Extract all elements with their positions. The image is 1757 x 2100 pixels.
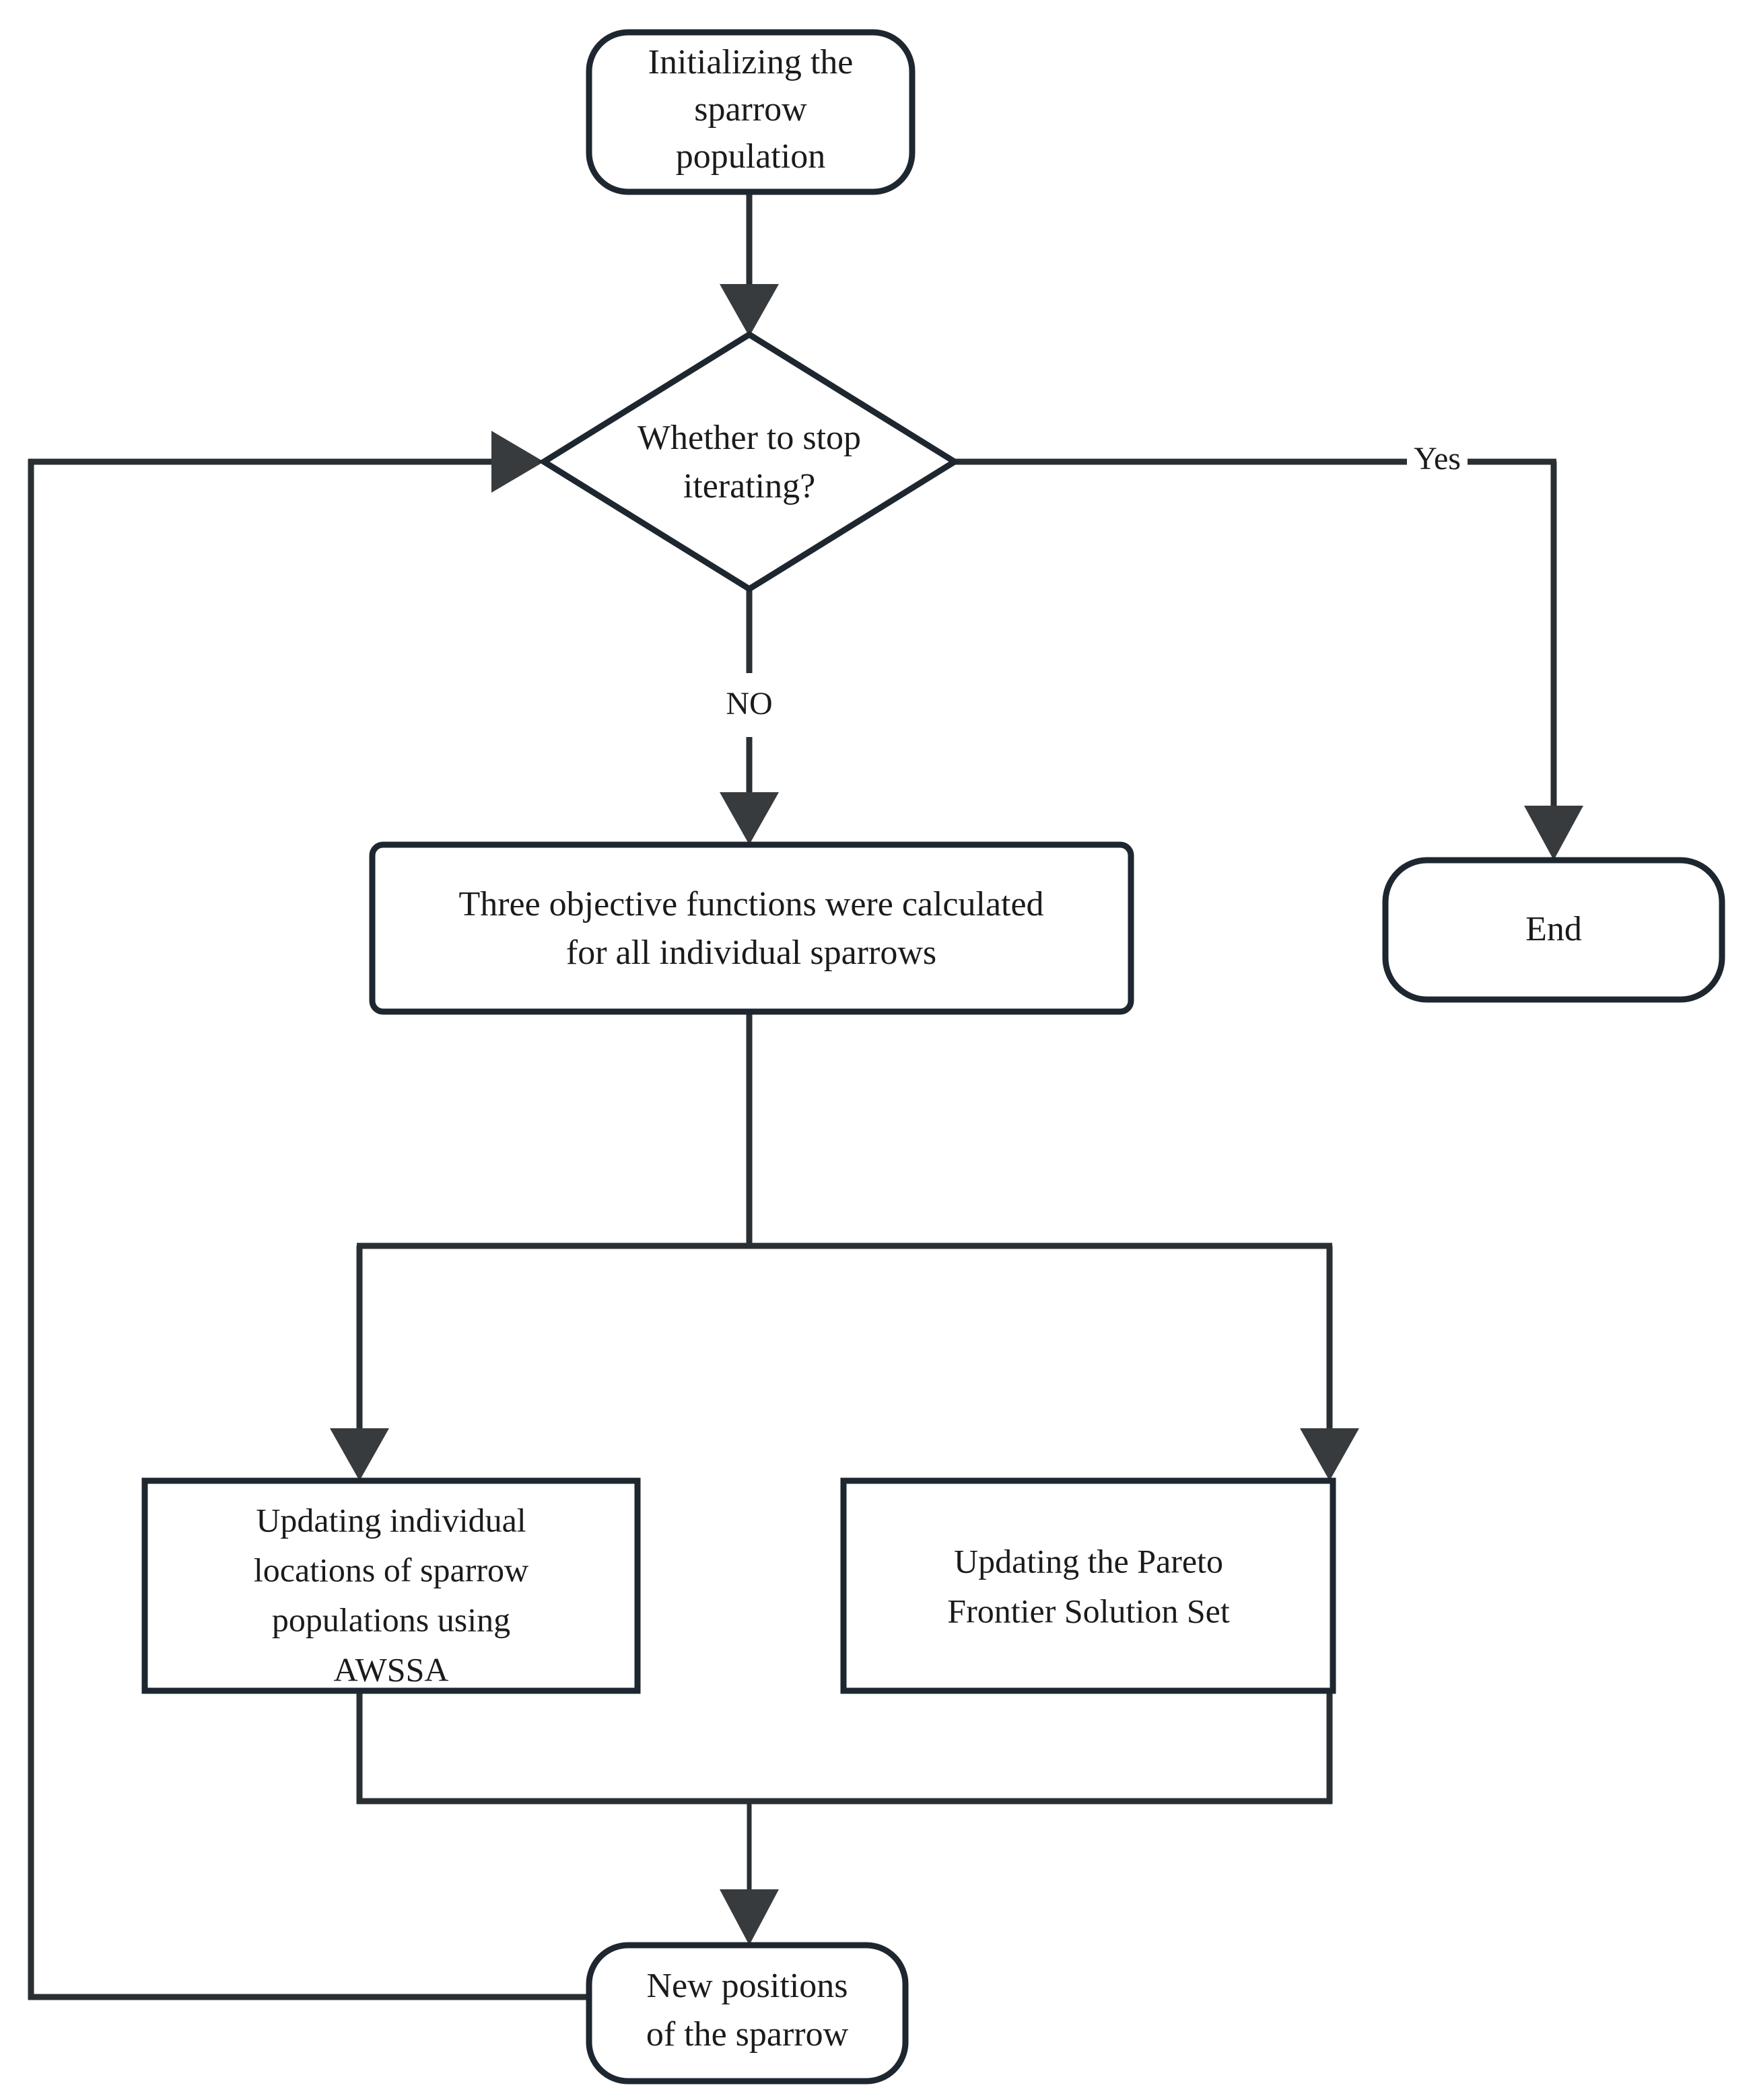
node-end-shape[interactable]: [1382, 857, 1725, 1003]
edge-objectives-fork: [330, 1012, 1359, 1481]
node-objectives-label-line2: for all individual sparrows: [566, 934, 936, 972]
node-decision-label-line2: iterating?: [683, 467, 815, 505]
edge-label-yes: Yes: [1414, 441, 1461, 477]
node-new-positions-shape[interactable]: [586, 1942, 909, 2085]
node-update-positions-label-line1: Updating individual: [256, 1501, 526, 1539]
arrowhead-down-to-objectives: [720, 792, 779, 845]
node-end-label: End: [1525, 910, 1582, 948]
arrowhead-down-to-decision: [720, 284, 779, 337]
node-start-shape[interactable]: [586, 29, 916, 195]
edge-start-to-decision: [720, 192, 779, 337]
node-update-pareto-label-line2: Frontier Solution Set: [947, 1592, 1230, 1630]
edge-decision-no-to-objectives: [720, 589, 779, 845]
node-start-label-line3: population: [676, 137, 825, 176]
arrowhead-down-to-new-positions: [720, 1889, 779, 1945]
node-start[interactable]: Initializing the sparrow population: [586, 29, 916, 195]
node-start-label-line1: Initializing the: [648, 43, 854, 81]
node-update-positions-label-line4: AWSSA: [333, 1650, 448, 1688]
edge-decision-yes-to-end: [955, 458, 1583, 860]
arrowhead-down-to-update-positions: [330, 1428, 389, 1481]
edge-merge-to-new-positions: [356, 1691, 1333, 1945]
node-new-positions-label-line2: of the sparrow: [646, 2015, 849, 2054]
node-decision[interactable]: Whether to stop iterating?: [538, 330, 961, 593]
node-decision-label-line1: Whether to stop: [638, 419, 861, 457]
node-update-pareto[interactable]: Updating the Pareto Frontier Solution Se…: [840, 1477, 1336, 1694]
arrowhead-down-to-end: [1524, 806, 1583, 860]
edge-label-no: NO: [726, 686, 772, 722]
edge-feedback-loop: [28, 431, 589, 2000]
node-update-pareto-shape[interactable]: [840, 1477, 1336, 1694]
node-objectives-label-line1: Three objective functions were calculate…: [458, 885, 1043, 923]
node-update-positions-label-line2: locations of sparrow: [254, 1551, 528, 1588]
node-update-positions[interactable]: Updating individual locations of sparrow…: [141, 1477, 641, 1694]
node-update-pareto-label-line1: Updating the Pareto: [954, 1542, 1223, 1580]
node-objectives-shape[interactable]: [369, 841, 1134, 1015]
node-new-positions[interactable]: New positions of the sparrow: [586, 1942, 909, 2085]
node-new-positions-label-line1: New positions: [647, 1967, 848, 2005]
arrowhead-right-to-decision: [491, 431, 544, 493]
node-decision-shape[interactable]: [538, 330, 961, 593]
node-start-label-line2: sparrow: [694, 90, 807, 129]
node-end[interactable]: End: [1382, 857, 1725, 1003]
arrowhead-down-to-update-pareto: [1300, 1428, 1359, 1481]
node-objectives[interactable]: Three objective functions were calculate…: [369, 841, 1134, 1015]
node-update-positions-shape[interactable]: [141, 1477, 641, 1694]
node-update-positions-label-line3: populations using: [272, 1601, 510, 1638]
